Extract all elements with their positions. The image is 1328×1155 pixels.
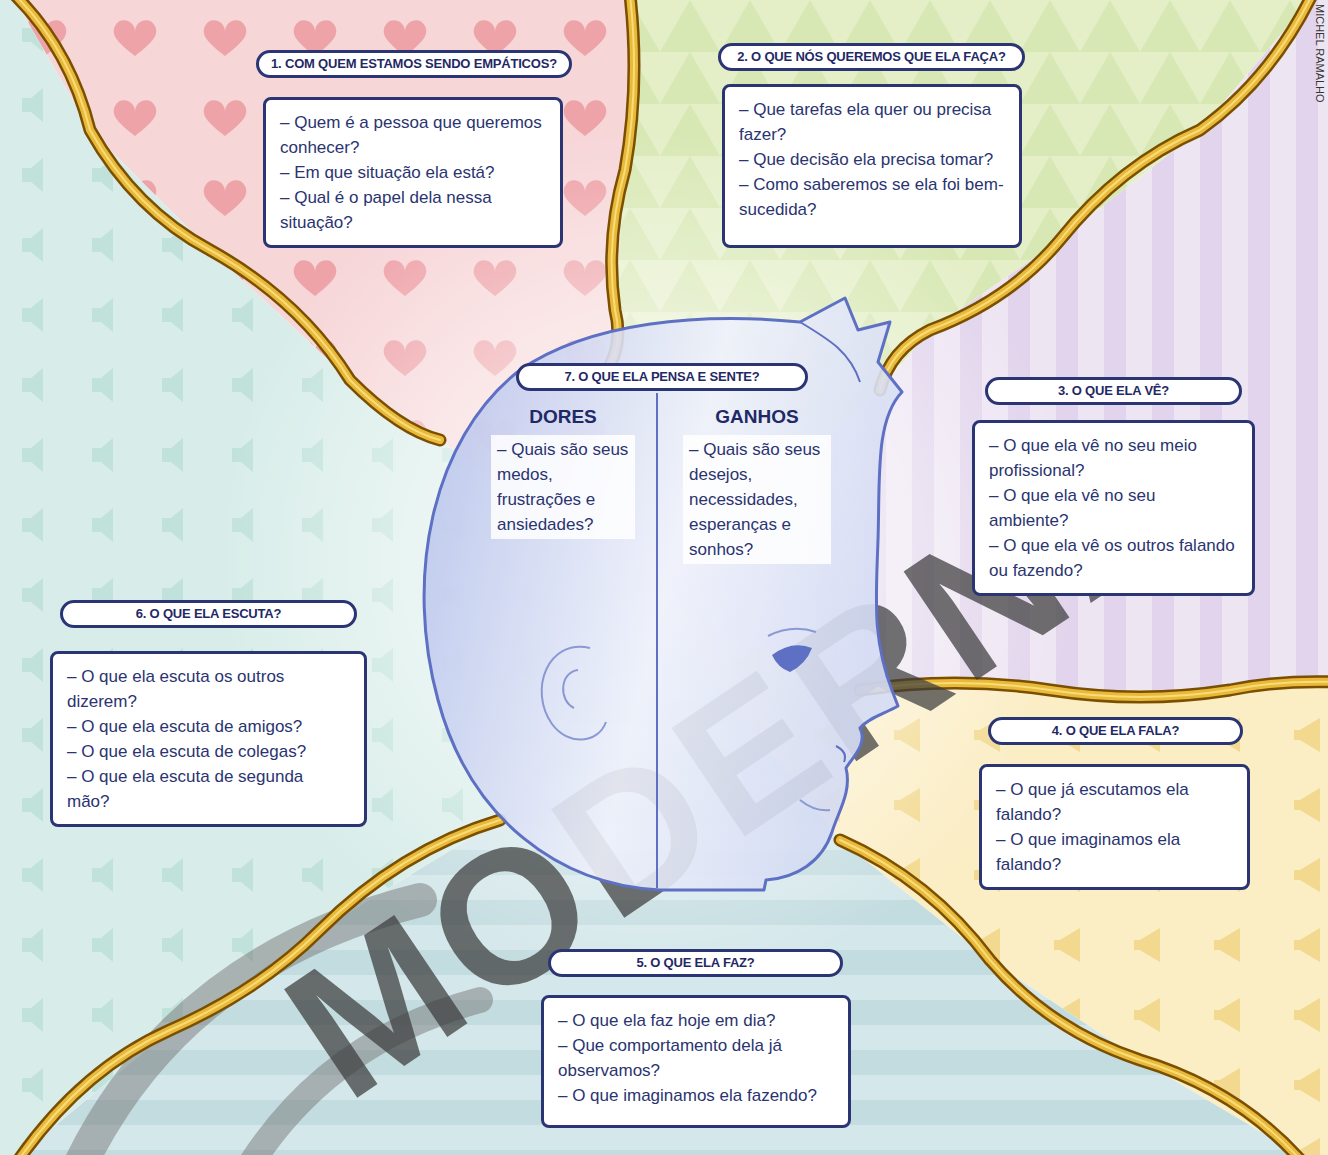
section-heading: 2. O QUE NÓS QUEREMOS QUE ELA FAÇA? [718, 43, 1025, 71]
question-text: – O que ela escuta de segunda mão? [67, 764, 350, 814]
empathy-section: 3. O QUE ELA VÊ? – O que ela vê no seu me… [972, 377, 1255, 596]
gold-highlight [15, 0, 1328, 1155]
divider-line [600, 0, 634, 380]
head-shape [424, 298, 902, 890]
gold-dividers [15, 0, 1328, 1155]
question-text: – Que tarefas ela quer ou precisa fazer? [739, 97, 1005, 147]
thinking-head: 7. O QUE ELA PENSA E SENTE? DORES – Quais … [405, 295, 905, 895]
question-box: – O que ela faz hoje em dia?– Que compor… [541, 995, 851, 1128]
question-text: – O que ela vê os outros falando ou faze… [989, 533, 1238, 583]
question-text: – Qual é o papel dela nessa situação? [280, 185, 546, 235]
section-heading: 4. O QUE ELA FALA? [988, 717, 1243, 745]
hair-line [800, 322, 860, 382]
question-text: – O que imaginamos ela falando? [996, 827, 1233, 877]
question-text: – O que ela faz hoje em dia? [558, 1008, 834, 1033]
eye [772, 645, 812, 672]
question-text: – Quem é a pessoa que queremos conhecer? [280, 110, 546, 160]
brow [768, 629, 816, 636]
ear [542, 647, 606, 740]
empathy-section: 5. O QUE ELA FAZ? – O que ela faz hoje em… [541, 949, 851, 1128]
section-heading: 1. COM QUEM ESTAMOS SENDO EMPÁTICOS? [256, 50, 572, 78]
empathy-section: 1. COM QUEM ESTAMOS SENDO EMPÁTICOS?– Qu… [260, 50, 568, 248]
chin [800, 800, 830, 810]
question-text: – O que ela vê no seu meio profissional? [989, 433, 1238, 483]
column-heading: GANHOS [683, 405, 831, 429]
section-heading: 3. O QUE ELA VÊ? [985, 377, 1242, 405]
divider-line [656, 393, 658, 888]
question-text: – O que já escutamos ela falando? [996, 777, 1233, 827]
question-text: – Em que situação ela está? [280, 160, 546, 185]
question-text: – O que ela escuta os outros dizerem? [67, 664, 350, 714]
question-text: – O que ela vê no seu ambiente? [989, 483, 1238, 533]
divider-line [600, 0, 634, 380]
question-text: – Como saberemos se ela foi bem-sucedida… [739, 172, 1005, 222]
divider-line [600, 0, 634, 380]
empathy-section: 4. O QUE ELA FALA? – O que já escutamos e… [979, 717, 1250, 890]
empathy-section: 2. O QUE NÓS QUEREMOS QUE ELA FAÇA? – Que… [718, 43, 1025, 248]
column-heading: DORES [491, 405, 635, 429]
question-text: – O que imaginamos ela fazendo? [558, 1083, 834, 1108]
thought-column: DORES – Quais são seus medos, frustrações… [491, 405, 635, 539]
gold-fill [15, 0, 1328, 1155]
section-heading: 6. O QUE ELA ESCUTA? [60, 600, 357, 628]
question-box: – O que já escutamos ela falando?– O que… [979, 764, 1250, 890]
question-text: – O que ela escuta de amigos? [67, 714, 350, 739]
ear-inner [563, 670, 578, 708]
question-box: – O que ela escuta os outros dizerem?– O… [50, 651, 367, 827]
question-text: – Que decisão ela precisa tomar? [739, 147, 1005, 172]
empathy-section: 6. O QUE ELA ESCUTA? – O que ela escuta o… [50, 600, 367, 827]
section-heading: 7. O QUE ELA PENSA E SENTE? [516, 363, 808, 391]
section-heading: 5. O QUE ELA FAZ? [548, 949, 843, 977]
question-box: – Que tarefas ela quer ou precisa fazer?… [722, 84, 1022, 248]
gold-outline [15, 0, 1328, 1155]
column-text: – Quais são seus medos, frustrações e an… [491, 435, 635, 539]
mouth [836, 746, 845, 762]
question-text: – O que ela escuta de colegas? [67, 739, 350, 764]
question-box: – O que ela vê no seu meio profissional?… [972, 420, 1255, 596]
question-box: – Quem é a pessoa que queremos conhecer?… [263, 97, 563, 248]
question-text: – Que comportamento dela já observamos? [558, 1033, 834, 1083]
credit-line: MICHEL RAMALHO [1314, 4, 1326, 103]
column-text: – Quais são seus desejos, necessidades, … [683, 435, 831, 564]
thought-column: GANHOS – Quais são seus desejos, necessid… [683, 405, 831, 564]
